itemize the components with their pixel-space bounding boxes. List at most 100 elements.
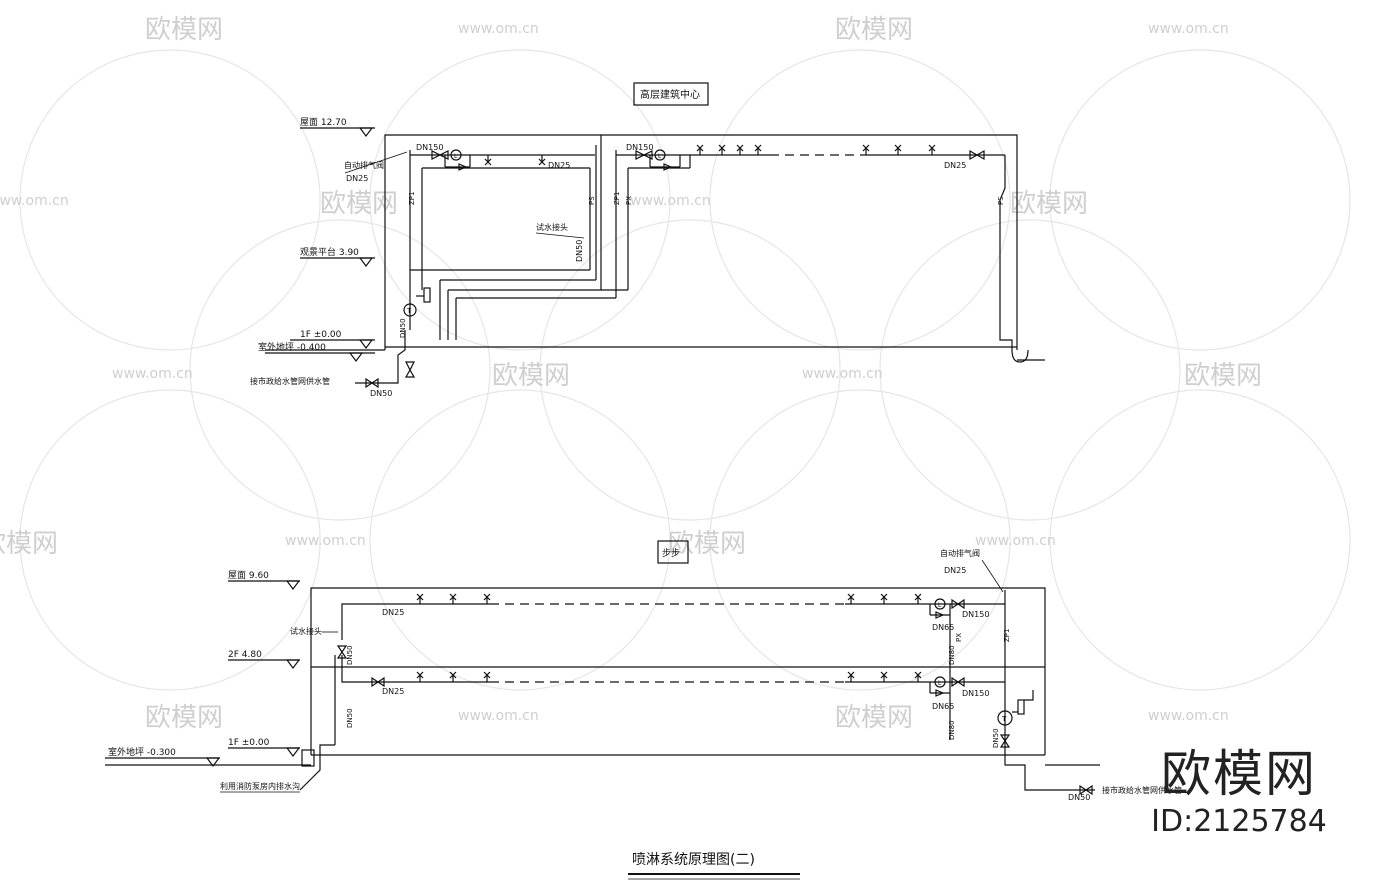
d2-gate-valve [371,676,380,688]
d2-pressure-switch [1017,699,1025,715]
d1-gate-valve [438,150,449,160]
d2-texts: 步步 屋面 9.60 2F 4.80 1F ±0.00 室外地坪 -0.300 … [108,548,1182,802]
sprinkler-head [880,593,888,604]
d2-leader-line [981,559,1004,593]
d1-gate-valve [969,149,979,161]
d1-title-text: 高层建筑中心 [640,88,700,101]
d1-flow-indicator [654,149,666,161]
d2-label-dn25-air: DN25 [944,566,966,575]
watermark-brand: 欧模网 [835,703,913,733]
d1-title-box [633,82,709,106]
watermark-site: www.om.cn [802,366,883,382]
watermark-site: www.om.cn [458,21,539,37]
sprinkler-head [718,144,726,155]
d2-gate-valve [376,676,385,688]
d2-label-dn50: DN50 [346,645,354,665]
d2-label-test-valve: 试水接头 [290,626,322,636]
d2-label-px: PX [955,633,963,642]
d1-label-px: PX [625,196,633,205]
sprinkler-head [416,593,424,604]
d1-flow-indicator-letter: L [658,153,662,160]
d1-gate-valve [405,361,415,372]
d1-level-outdoor-label: 室外地坪 -0.400 [258,341,326,353]
d1-gate-valve [975,149,985,161]
watermark-brand: 欧模网 [145,15,223,45]
d2-label-dn150: DN150 [962,610,989,619]
sprinkler-head [449,671,457,682]
watermark-brand: 欧模网 [145,703,223,733]
d1-label-dn25: DN25 [346,174,368,183]
d2-label-drain: 利用消防泵房内排水沟 [220,781,300,791]
sprinkler-head [914,671,922,682]
caption: 喷淋系统原理图(二) [632,852,755,868]
d2-drain-box [301,749,315,767]
d2-valves [336,598,1093,796]
watermark-brand: 欧模网 [492,361,570,391]
watermark-site: www.om.cn [630,193,711,209]
d1-label-air-valve: 自动排气阀 [344,160,384,170]
watermark-texts: 欧模网 www.om.cn 欧模网 www.om.cn www.om.cn 欧模… [0,15,1262,733]
watermark-brand: 欧模网 [0,529,58,559]
sprinkler-head [736,144,744,155]
d1-label-dn50-mid: DN50 [575,240,584,262]
sprinkler-head [880,671,888,682]
d1-label-dn50-low: DN50 [399,318,407,338]
d1-gate-valve [635,150,646,160]
d2-alarm-valve [997,710,1013,726]
d1-label-ps: PS [997,196,1005,205]
d1-drain-trap [1011,349,1029,363]
d2-upper-branch [341,603,490,640]
d2-level-marker [285,659,301,669]
d2-gate-valve [336,650,348,659]
d2-gate-valve [956,676,965,688]
watermark-brand: 欧模网 [668,529,746,559]
d2-label-dn50-pump: DN50 [992,728,1000,748]
d1-texts: 高层建筑中心 屋面 12.70 观景平台 3.90 1F ±0.00 室外地坪 … [250,88,1005,398]
watermark-brand: 欧模网 [1184,361,1262,391]
d2-check-valve [935,611,945,619]
d2-building-outline [310,587,1046,755]
watermark-layer [19,49,1351,691]
d1-level-roof-label: 屋面 12.70 [300,117,347,128]
d1-alarm-valve [403,303,417,317]
d2-alarm-valve-letter: T [1001,715,1007,723]
d2-gate-valve [336,645,348,654]
watermark-site: www.om.cn [975,533,1056,549]
sprinkler-head [416,671,424,682]
d1-label-zp1: ZP1 [613,192,621,205]
d2-label-dn80: DN80 [948,645,956,665]
sprinkler-head [696,144,704,155]
d2-gate-valve [1084,784,1093,796]
d2-drain-pipe [299,744,335,791]
d2-check-valve [935,689,945,697]
watermark-site: www.om.cn [112,366,193,382]
d2-label-dn50-riser: DN50 [346,708,354,728]
d1-label-test-valve: 试水接头 [536,222,568,232]
d2-label-dn65: DN65 [932,623,954,632]
watermark-site: www.om.cn [1148,708,1229,724]
d2-flow-indicator [934,598,946,610]
watermark-site: www.om.cn [0,193,69,209]
watermark-brand: 欧模网 [1010,189,1088,219]
d1-alarm-valve-letter: T [406,307,412,315]
d1-level-marker [358,257,374,267]
d1-leader-line [535,232,585,239]
d2-sprinkler-heads [416,593,922,682]
d2-flow-indicator [934,676,946,688]
sprinkler-head [538,155,546,166]
d1-check-valve [663,163,673,171]
sprinkler-head [484,155,492,166]
d1-flow-indicator [450,149,462,161]
sprinkler-head [483,593,491,604]
d2-label-dn65: DN65 [932,702,954,711]
d2-gate-valve [951,676,960,688]
d1-valves [365,149,985,389]
d1-leader-line [344,151,408,174]
d2-label-supply: 接市政给水管网供水管 [1102,785,1182,795]
d1-inlet-pipe [355,330,406,384]
d2-label-dn80: DN80 [948,720,956,740]
sprinkler-head [847,671,855,682]
d1-check-valve [458,163,468,171]
d2-flow-indicator-letter: L [938,602,942,609]
watermark-site: www.om.cn [285,533,366,549]
